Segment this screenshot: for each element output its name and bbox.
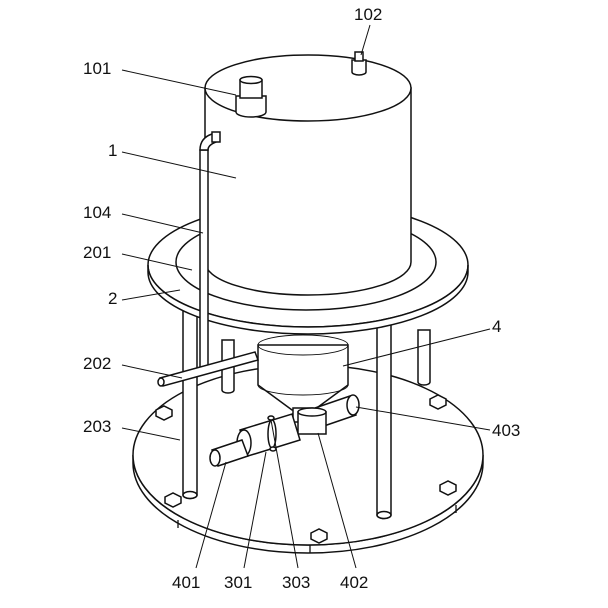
label-303: 303	[282, 573, 311, 592]
label-1: 1	[108, 141, 118, 160]
label-104: 104	[83, 203, 112, 222]
label-202: 202	[83, 354, 112, 373]
label-402: 402	[340, 573, 369, 592]
top-fittings	[235, 51, 367, 118]
label-201: 201	[83, 243, 112, 262]
base-bolts	[155, 394, 457, 544]
label-101: 101	[83, 59, 112, 78]
discharge-assembly	[209, 394, 360, 467]
main-tank	[204, 54, 412, 296]
label-4: 4	[492, 317, 502, 336]
label-401: 401	[172, 573, 201, 592]
label-301: 301	[224, 573, 253, 592]
base-plate	[132, 364, 484, 554]
label-2: 2	[108, 289, 118, 308]
branch-pipe	[157, 351, 259, 387]
leader-lines	[121, 24, 491, 569]
label-403: 403	[492, 421, 521, 440]
label-102: 102	[354, 5, 383, 24]
label-203: 203	[83, 417, 112, 436]
legs	[182, 299, 431, 520]
